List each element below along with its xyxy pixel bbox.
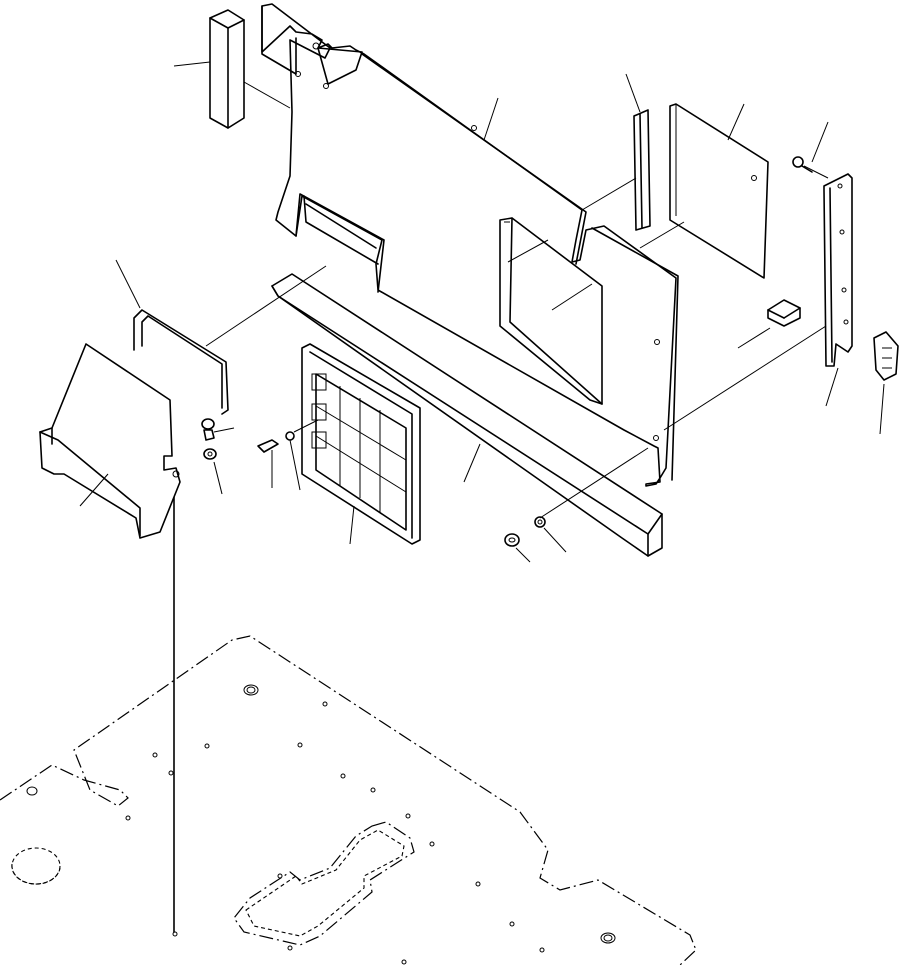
- panel-window: [499, 217, 603, 405]
- long-beam: [271, 273, 663, 557]
- right-bracket: [823, 173, 853, 367]
- u-handle: [133, 309, 229, 415]
- side-plate: [669, 103, 769, 279]
- bolt-washer-group: [201, 418, 546, 547]
- floor-plate: [0, 635, 697, 965]
- bolt-top-right: [792, 156, 813, 173]
- small-block: [767, 299, 801, 327]
- guide-lines: [205, 81, 829, 519]
- floor-hole-group: [26, 684, 616, 965]
- cover-plate: [39, 343, 181, 539]
- vertical-rod: [172, 473, 178, 937]
- grille-frame: [301, 343, 421, 545]
- callout-leaders: [79, 61, 885, 563]
- clip-part: [873, 331, 899, 381]
- foam-post: [209, 9, 245, 129]
- vertical-strip: [633, 109, 651, 231]
